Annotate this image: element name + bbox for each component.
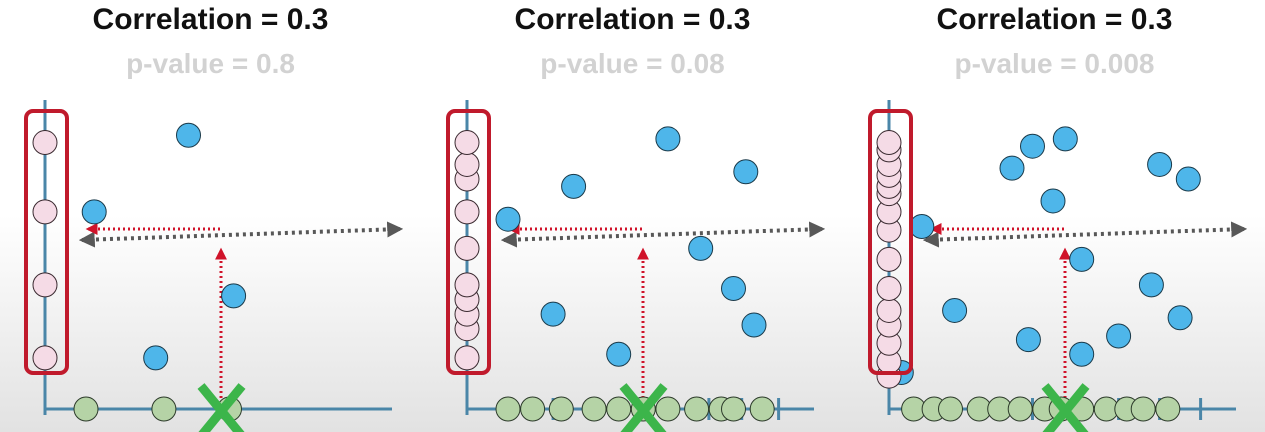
green-projection-point (495, 396, 521, 422)
y-projection-highlight-box (868, 109, 913, 375)
blue-data-point (495, 206, 521, 232)
correlation-title: Correlation = 0.3 (514, 3, 751, 36)
pink-projection-point (32, 272, 58, 298)
y-projection-highlight-box (24, 109, 69, 375)
pink-projection-point (454, 151, 480, 177)
blue-data-point (1106, 323, 1132, 349)
pink-projection-point (32, 130, 58, 156)
pink-projection-point (454, 235, 480, 261)
pink-projection-point (32, 199, 58, 225)
double-arrow-horizontal (78, 221, 404, 248)
panel-2: Correlation = 0.3 p-value = 0.08 (422, 0, 843, 432)
blue-data-point (143, 345, 169, 371)
y-projection-highlight-box (446, 109, 491, 375)
blue-data-point (1069, 246, 1095, 272)
pink-projection-point (876, 246, 902, 272)
blue-data-point (688, 235, 714, 261)
pink-projection-point (454, 345, 480, 371)
blue-data-point (999, 155, 1025, 181)
blue-data-point (655, 126, 681, 152)
x-mark-icon (197, 383, 246, 432)
p-value-label: p-value = 0.08 (540, 48, 725, 79)
blue-data-point (540, 301, 566, 327)
blue-data-point (909, 214, 935, 239)
blue-data-point (606, 341, 632, 367)
x-mark-stroke (1042, 383, 1090, 432)
pink-projection-point (454, 272, 480, 298)
blue-data-point (733, 159, 759, 185)
green-projection-point (684, 396, 710, 422)
green-projection-point (548, 396, 574, 422)
x-mark-stroke (198, 383, 246, 432)
blue-data-point (1167, 305, 1193, 331)
green-projection-point (73, 396, 99, 422)
blue-data-point (561, 173, 587, 199)
green-projection-point (938, 396, 963, 422)
blue-data-point (741, 312, 767, 338)
pink-projection-point (876, 276, 902, 302)
blue-data-point (1052, 126, 1078, 152)
scatter-diagram (868, 100, 1248, 432)
blue-data-point (221, 283, 247, 309)
green-projection-point (606, 396, 632, 422)
x-mark-icon (619, 383, 668, 432)
green-projection-point (1130, 396, 1156, 422)
p-value-label: p-value = 0.8 (126, 48, 295, 79)
green-projection-point (655, 396, 681, 422)
green-projection-point (520, 396, 546, 422)
panel-1: Correlation = 0.3 p-value = 0.8 (0, 0, 421, 432)
blue-data-point (81, 199, 107, 225)
blue-data-point (942, 297, 968, 323)
blue-data-point (721, 276, 746, 302)
x-mark-icon (1041, 383, 1090, 432)
green-projection-point (749, 396, 775, 422)
blue-data-point (1069, 341, 1095, 367)
pink-projection-point (454, 130, 480, 156)
pink-projection-point (32, 345, 58, 371)
pink-projection-point (876, 297, 902, 323)
scatter-diagram (24, 100, 404, 432)
blue-data-point (1020, 133, 1045, 159)
p-value-label: p-value = 0.008 (954, 48, 1155, 79)
blue-data-point (176, 122, 201, 148)
green-projection-point (151, 396, 177, 422)
double-arrow-horizontal (500, 221, 826, 248)
double-arrow-horizontal (922, 221, 1248, 248)
scatter-diagram (446, 100, 826, 432)
x-mark-stroke (620, 383, 668, 432)
blue-data-point (1147, 151, 1173, 177)
correlation-title: Correlation = 0.3 (936, 3, 1173, 36)
green-projection-point (1007, 396, 1033, 422)
blue-data-point (1015, 327, 1041, 353)
correlation-title: Correlation = 0.3 (92, 3, 329, 36)
green-projection-point (721, 396, 746, 422)
blue-data-point (1175, 166, 1201, 192)
pink-projection-point (454, 199, 480, 225)
blue-data-point (1138, 272, 1164, 298)
panel-3: Correlation = 0.3 p-value = 0.008 (844, 0, 1265, 432)
pink-projection-point (876, 130, 902, 156)
blue-data-point (1040, 188, 1066, 214)
green-projection-point (1155, 396, 1181, 422)
green-projection-point (581, 396, 607, 422)
